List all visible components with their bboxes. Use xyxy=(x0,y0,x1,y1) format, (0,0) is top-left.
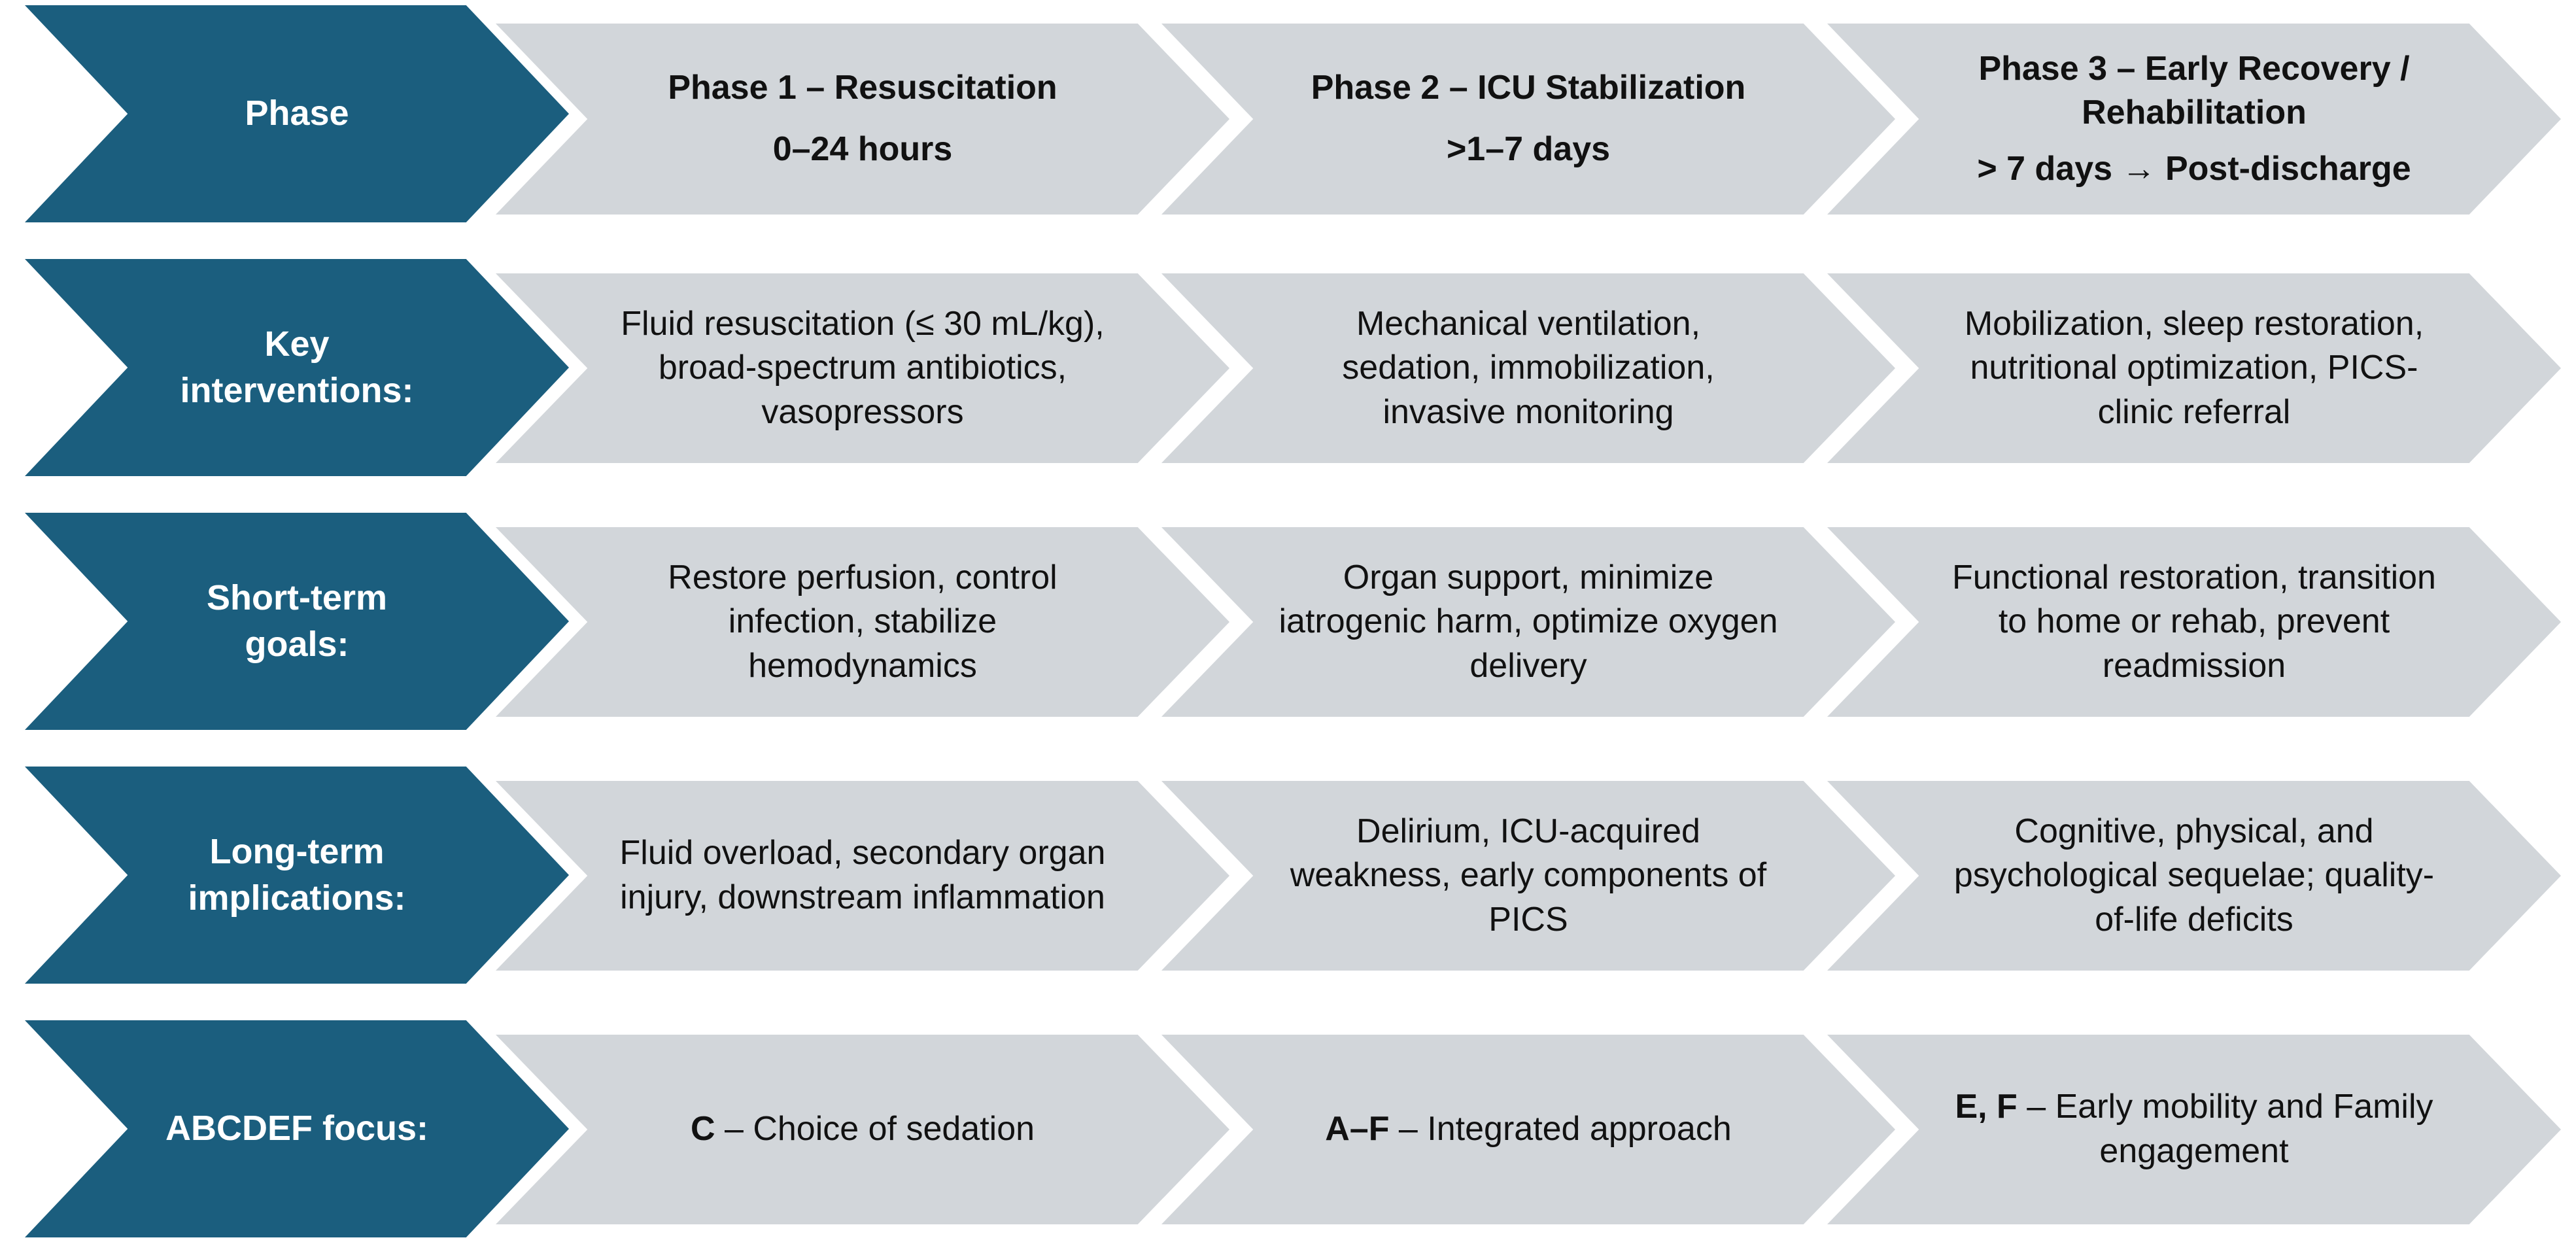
abcdef-description: – Early mobility and Family xyxy=(2017,1088,2433,1126)
cell-line: injury, downstream inflammation xyxy=(620,878,1105,916)
short-term-goals-phase-2: Organ support, minimize iatrogenic harm,… xyxy=(1161,527,1895,717)
phase-1-title: Phase 1 – Resuscitation xyxy=(668,69,1057,107)
abcdef-letters: A–F xyxy=(1325,1110,1390,1148)
row-label-abcdef-text: ABCDEF focus: xyxy=(165,1109,428,1148)
cell-line: Delirium, ICU-acquired xyxy=(1356,812,1700,850)
abcdef-description: – Choice of sedation xyxy=(715,1110,1035,1148)
cell-line: Fluid overload, secondary organ xyxy=(619,834,1106,872)
abcdef-letters: E, F xyxy=(1955,1088,2018,1126)
cell-line: Restore perfusion, control xyxy=(668,558,1057,596)
long-term-implications-phase-1: Fluid overload, secondary organ injury, … xyxy=(496,781,1229,971)
row-label-key-interventions: Key interventions: xyxy=(25,259,569,476)
phase-2-duration: >1–7 days xyxy=(1446,130,1611,168)
abcdef-focus-phase-1: C – Choice of sedation xyxy=(496,1035,1229,1224)
cell-line: Functional restoration, transition xyxy=(1952,558,2436,596)
cell-line: Fluid resuscitation (≤ 30 mL/kg), xyxy=(621,304,1105,343)
long-term-implications-phase-2: Delirium, ICU-acquired weakness, early c… xyxy=(1161,781,1895,971)
key-interventions-phase-2: Mechanical ventilation, sedation, immobi… xyxy=(1161,273,1895,463)
cell-line: PICS xyxy=(1488,900,1568,939)
cell-line: infection, stabilize xyxy=(728,602,997,641)
row-label-phase-text: Phase xyxy=(245,94,349,133)
short-term-goals-phase-1: Restore perfusion, control infection, st… xyxy=(496,527,1229,717)
short-term-goals-row: Short-term goals: Restore perfusion, con… xyxy=(0,513,2576,735)
row-label-line-1: Key xyxy=(264,324,330,364)
phase-3-title-line-2: Rehabilitation xyxy=(2082,94,2307,132)
key-interventions-phase-3: Mobilization, sleep restoration, nutriti… xyxy=(1827,273,2561,463)
cell-line: Mobilization, sleep restoration, xyxy=(1964,304,2424,343)
phase-row: Phase Phase 1 – Resuscitation 0–24 hours… xyxy=(0,5,2576,228)
abcdef-focus-row: ABCDEF focus: C – Choice of sedation A–F… xyxy=(0,1020,2576,1243)
row-label-line-2: implications: xyxy=(188,878,406,918)
phase-2-header: Phase 2 – ICU Stabilization >1–7 days xyxy=(1161,24,1895,215)
cell-line: Mechanical ventilation, xyxy=(1356,304,1701,343)
phase-1-duration: 0–24 hours xyxy=(772,130,953,168)
cell-line: hemodynamics xyxy=(748,646,977,685)
abcdef-description-line-2: engagement xyxy=(2099,1132,2289,1170)
row-label-line-1: Short-term xyxy=(206,578,387,617)
abcdef-focus-phase-2: A–F – Integrated approach xyxy=(1161,1035,1895,1224)
short-term-goals-phase-3: Functional restoration, transition to ho… xyxy=(1827,527,2561,717)
cell-line: delivery xyxy=(1469,646,1587,685)
row-label-short-term-goals: Short-term goals: xyxy=(25,513,569,730)
abcdef-description: – Integrated approach xyxy=(1389,1110,1732,1148)
row-label-long-term-implications: Long-term implications: xyxy=(25,767,569,984)
cell-line: sedation, immobilization, xyxy=(1342,349,1715,387)
row-label-abcdef-focus: ABCDEF focus: xyxy=(25,1020,569,1237)
cell-line: vasopressors xyxy=(761,392,964,431)
row-label-line-1: Long-term xyxy=(209,831,385,871)
abcdef-letters: C xyxy=(690,1110,715,1148)
cell-line: readmission xyxy=(2102,646,2286,685)
cell-line: Cognitive, physical, and xyxy=(2014,812,2374,850)
cell-line: to home or rehab, prevent xyxy=(1998,602,2390,641)
row-label-line-2: interventions: xyxy=(180,371,414,410)
key-interventions-phase-1: Fluid resuscitation (≤ 30 mL/kg), broad-… xyxy=(496,273,1229,463)
phase-1-header: Phase 1 – Resuscitation 0–24 hours xyxy=(496,24,1229,215)
cell-line: Organ support, minimize xyxy=(1343,558,1714,596)
phase-2-title: Phase 2 – ICU Stabilization xyxy=(1311,69,1746,107)
cell-line: nutritional optimization, PICS- xyxy=(1970,349,2418,387)
cell-line: weakness, early components of xyxy=(1290,856,1767,895)
long-term-implications-row: Long-term implications: Fluid overload, … xyxy=(0,767,2576,989)
row-label-phase: Phase xyxy=(25,5,569,222)
abcdef-focus-phase-3: E, F – Early mobility and Family engagem… xyxy=(1827,1035,2561,1224)
cell-line: invasive monitoring xyxy=(1382,392,1674,431)
cell-line: of-life deficits xyxy=(2095,900,2293,939)
row-label-line-2: goals: xyxy=(245,625,349,664)
cell-line: clinic referral xyxy=(2097,392,2291,431)
cell-line: broad-spectrum antibiotics, xyxy=(658,349,1067,387)
phase-3-header: Phase 3 – Early Recovery / Rehabilitatio… xyxy=(1827,24,2561,215)
cell-line: iatrogenic harm, optimize oxygen xyxy=(1279,602,1778,641)
phase-3-duration: > 7 days → Post-discharge xyxy=(1977,149,2411,188)
cell-line: psychological sequelae; quality- xyxy=(1953,856,2435,895)
long-term-implications-phase-3: Cognitive, physical, and psychological s… xyxy=(1827,781,2561,971)
key-interventions-row: Key interventions: Fluid resuscitation (… xyxy=(0,259,2576,481)
phase-3-title-line-1: Phase 3 – Early Recovery / xyxy=(1978,49,2410,88)
